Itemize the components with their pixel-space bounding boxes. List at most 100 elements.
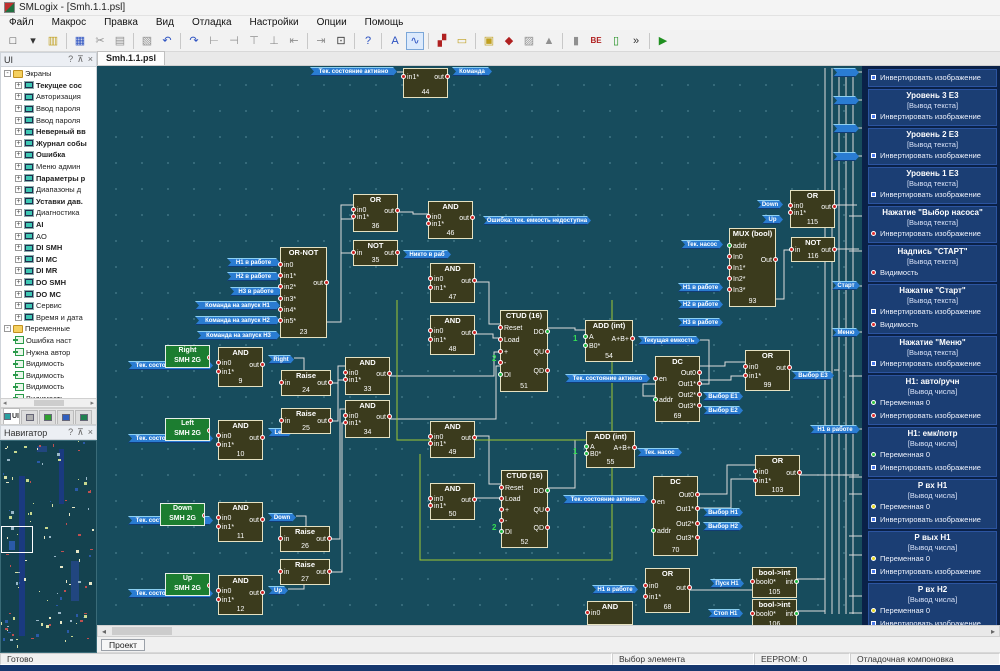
layer-1-icon[interactable]: ▨ <box>523 35 535 47</box>
output-port[interactable] <box>797 470 802 476</box>
expand-icon[interactable]: + <box>15 313 22 321</box>
input-port[interactable] <box>727 253 732 259</box>
input-port[interactable] <box>216 515 221 521</box>
input-port[interactable] <box>428 336 433 342</box>
tree-item-нужна-автор[interactable]: Нужна автор <box>1 346 96 358</box>
menu-item-5[interactable]: Настройки <box>249 17 299 28</box>
binding-property[interactable]: Инвертировать изображение <box>871 71 994 84</box>
output-port[interactable] <box>395 250 400 256</box>
tree-item-параметры-р[interactable]: +Параметры р <box>1 172 96 184</box>
input-port[interactable] <box>428 495 433 501</box>
print-icon[interactable]: ⊡ <box>336 35 346 47</box>
expand-icon[interactable]: + <box>15 81 22 89</box>
overflow-chevron-icon[interactable]: » <box>632 34 640 47</box>
tree-item-сервис[interactable]: +Сервис <box>1 300 96 312</box>
expand-icon[interactable]: - <box>4 325 11 333</box>
signal-label[interactable] <box>833 68 859 77</box>
binding-property[interactable]: Видимость <box>871 266 994 279</box>
input-port[interactable] <box>499 517 504 523</box>
output-port[interactable] <box>260 434 265 440</box>
input-port[interactable] <box>788 202 793 208</box>
debug-values-icon[interactable]: ▞ <box>437 35 447 47</box>
distribute-v-icon[interactable]: ⇥ <box>316 35 326 47</box>
menu-item-7[interactable]: Помощь <box>364 17 404 28</box>
output-port[interactable] <box>328 380 333 386</box>
input-port[interactable] <box>278 569 283 575</box>
battery-icon[interactable]: ▯ <box>612 35 620 47</box>
input-port[interactable] <box>499 528 504 534</box>
tree-item-неверный-вв[interactable]: +Неверный вв <box>1 126 96 138</box>
menu-item-2[interactable]: Правка <box>104 17 138 28</box>
input-port[interactable] <box>643 593 648 599</box>
scroll-thumb[interactable] <box>112 627 172 635</box>
input-port[interactable] <box>750 578 755 584</box>
binding-property[interactable]: Видимость <box>871 318 994 331</box>
undo-icon[interactable]: ↶ <box>162 35 172 47</box>
expand-icon[interactable]: + <box>15 232 22 240</box>
close-icon[interactable]: × <box>87 54 93 64</box>
signal-label[interactable]: Выбор Е1 <box>703 392 743 401</box>
input-port[interactable] <box>278 318 283 324</box>
input-port[interactable] <box>653 375 658 381</box>
output-port[interactable] <box>324 279 329 285</box>
project-button[interactable]: Проект <box>101 638 145 651</box>
output-port[interactable] <box>472 434 477 440</box>
input-port[interactable] <box>584 450 589 456</box>
output-port[interactable] <box>773 256 778 262</box>
input-port[interactable] <box>788 210 793 216</box>
binding-property[interactable]: Инвертировать изображение <box>871 513 994 526</box>
signal-label[interactable]: Выбор Е2 <box>703 406 743 415</box>
output-port[interactable] <box>832 246 837 252</box>
output-port[interactable] <box>630 335 635 341</box>
input-port[interactable] <box>727 287 732 293</box>
binding-property[interactable]: Инвертировать изображение <box>871 409 994 422</box>
input-port[interactable] <box>428 328 433 334</box>
expand-icon[interactable]: + <box>15 151 22 159</box>
input-port[interactable] <box>584 443 589 449</box>
tree-item-диапазоны-д[interactable]: +Диапазоны д <box>1 184 96 196</box>
pin-icon[interactable]: ⊼ <box>77 54 84 64</box>
expand-icon[interactable]: + <box>15 302 22 310</box>
distribute-h-icon[interactable]: ⇤ <box>289 35 299 47</box>
tree-item-время-и-дата[interactable]: +Время и дата <box>1 311 96 323</box>
input-port[interactable] <box>583 343 588 349</box>
signal-label[interactable]: Down <box>757 200 783 209</box>
signal-label[interactable]: Ошибка: тек. емкость недоступна <box>483 216 591 225</box>
tree-item-ai[interactable]: +AI <box>1 219 96 231</box>
input-port[interactable] <box>499 484 504 490</box>
tab-edit[interactable] <box>21 410 38 424</box>
signal-label[interactable]: Up <box>268 586 288 595</box>
signal-label[interactable]: Команда на запуск Н3 <box>197 331 280 340</box>
binding-row-1[interactable]: Уровень 3 Е3[Вывод текста]Инвертировать … <box>868 89 997 126</box>
output-port[interactable] <box>327 569 332 575</box>
pin-icon[interactable]: ⊼ <box>77 427 84 437</box>
input-port[interactable] <box>498 372 503 378</box>
canvas-scrollbar[interactable]: ◂ ▸ <box>97 625 1000 637</box>
output-port[interactable] <box>260 361 265 367</box>
layer-2-icon[interactable]: ▲ <box>543 34 555 47</box>
input-port[interactable] <box>216 596 221 602</box>
input-port[interactable] <box>583 333 588 339</box>
tree-item-меню-админ[interactable]: +Меню админ <box>1 161 96 173</box>
binding-row-2[interactable]: Уровень 2 Е3[Вывод текста]Инвертировать … <box>868 128 997 165</box>
signal-label[interactable]: Команда <box>452 67 492 76</box>
run-icon[interactable]: ▶ <box>658 35 668 47</box>
